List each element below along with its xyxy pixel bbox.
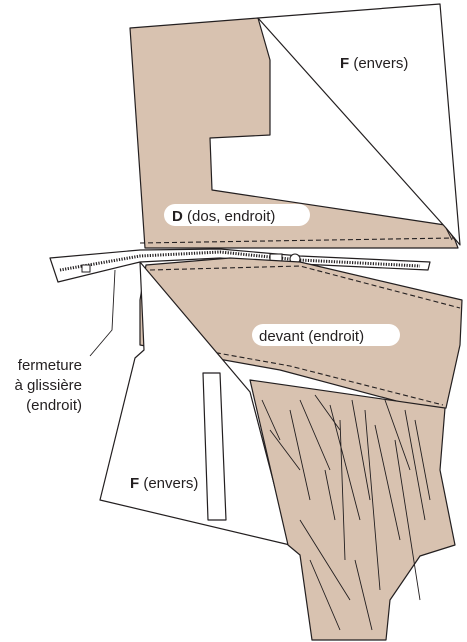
top-facing-label: F (envers) bbox=[340, 55, 408, 72]
lower-front-fabric bbox=[250, 380, 455, 640]
zipper-label-line-2: à glissière bbox=[14, 377, 82, 394]
zipper-stop bbox=[82, 265, 90, 272]
zipper-leader bbox=[90, 270, 115, 356]
zipper-label-line-1: fermeture bbox=[18, 357, 82, 374]
zipper-label-line-3: (endroit) bbox=[26, 397, 82, 414]
back-label: D (dos, endroit) bbox=[172, 208, 275, 225]
bottom-facing-label: F (envers) bbox=[130, 475, 198, 492]
front-label: devant (endroit) bbox=[259, 328, 364, 345]
